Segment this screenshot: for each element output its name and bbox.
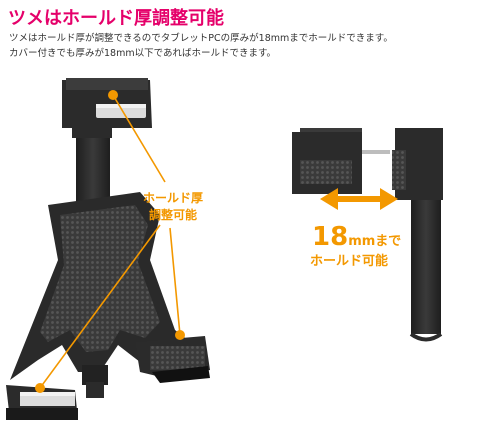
callout-line-1: ホールド厚 <box>143 191 204 205</box>
callout-line-2: 調整可能 <box>149 208 198 222</box>
callout-dot-right <box>175 330 185 340</box>
measurement-caption: ホールド可能 <box>310 254 389 269</box>
measurement-value: 18mmまで <box>312 223 401 256</box>
holder-device <box>6 78 210 420</box>
callout-dot-top <box>108 90 118 100</box>
bottom-left-claw <box>6 385 78 420</box>
hold-adjust-callout: ホールド厚 調整可能 <box>143 190 203 224</box>
page-title: ツメはホールド厚調整可能 <box>8 8 224 29</box>
measurement-number: 18 <box>312 222 349 252</box>
callout-pointers <box>39 94 181 389</box>
top-claw <box>62 78 152 138</box>
thickness-arrow <box>320 188 398 210</box>
measurement-unit: mmまで <box>348 234 402 249</box>
description-line-2: カバー付きでも厚みが18mm以下であればホールドできます。 <box>9 48 277 59</box>
description-line-1: ツメはホールド厚が調整できるのでタブレットPCの厚みが18mmまでホールドできま… <box>9 33 393 44</box>
callout-dot-left <box>35 383 45 393</box>
claw-closeup <box>292 128 443 342</box>
bottom-right-claw <box>135 336 210 383</box>
